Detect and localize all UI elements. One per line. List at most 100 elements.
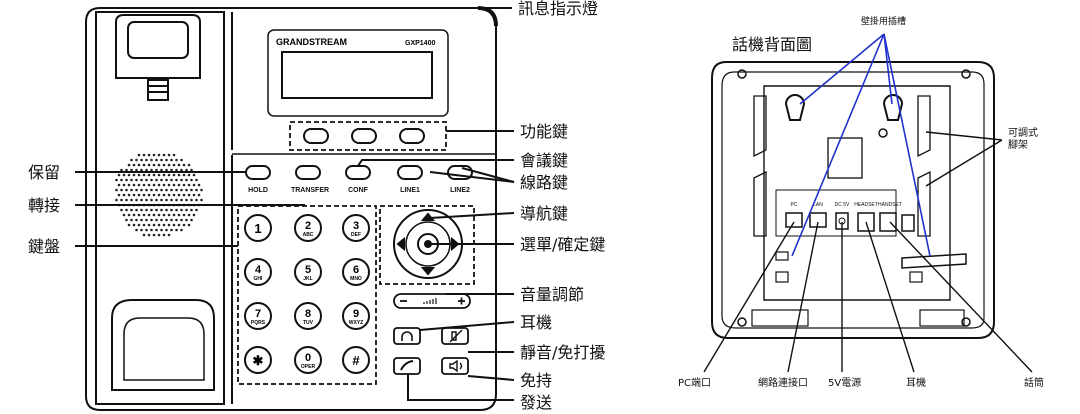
dialpad-letters: DEF (351, 232, 361, 238)
grille-dot (185, 168, 188, 172)
grille-dot (172, 223, 176, 227)
grille-dot (190, 178, 193, 182)
softkey-3[interactable] (399, 128, 425, 144)
grille-dot (152, 193, 156, 197)
grille-dot (172, 183, 176, 187)
grille-dot (147, 233, 151, 237)
dialpad-key-0[interactable]: 1 (244, 214, 272, 242)
grille-dot (172, 163, 176, 167)
grille-dot (152, 183, 156, 187)
grille-dot (117, 183, 121, 187)
headset-port[interactable] (857, 212, 875, 232)
grille-dot (185, 198, 188, 202)
grille-dot (185, 188, 188, 192)
grille-dot (190, 218, 193, 222)
mute-label: 靜音/免打擾 (520, 343, 605, 362)
grille-dot (175, 178, 178, 182)
speaker-icon (449, 359, 463, 373)
hold-button[interactable] (245, 165, 271, 180)
grille-dot (155, 188, 158, 192)
dialpad-key-9[interactable]: ✱ (244, 346, 272, 374)
grille-dot (192, 193, 196, 197)
grille-dot (137, 193, 141, 197)
grille-dot (135, 188, 138, 192)
softkey-box (289, 121, 447, 151)
softkey-2[interactable] (351, 128, 377, 144)
grille-dot (200, 188, 203, 192)
grille-dot (160, 208, 163, 212)
wall-mount-leaders (791, 33, 931, 257)
grille-dot (172, 173, 176, 177)
headset-button[interactable] (393, 327, 421, 345)
send-button[interactable] (393, 357, 421, 375)
grille-dot (182, 183, 186, 187)
lan-port[interactable] (809, 212, 827, 228)
grille-dot (175, 168, 178, 172)
grille-dot (170, 178, 173, 182)
handset-icon (400, 360, 414, 371)
grille-dot (147, 183, 151, 187)
mute-button[interactable] (441, 327, 469, 345)
dialpad-digit: ✱ (253, 353, 264, 368)
grille-dot (177, 183, 181, 187)
handset-port[interactable] (879, 212, 897, 232)
hold-cn-label: 保留 (28, 163, 60, 182)
line1-button[interactable] (397, 165, 423, 180)
grille-dot (155, 178, 158, 182)
keypad-label: 鍵盤 (28, 237, 60, 256)
grille-dot (155, 208, 158, 212)
menu-ok-label: 選單/確定鍵 (520, 235, 605, 254)
stand-label-2: 腳架 (1008, 139, 1028, 151)
conf-button[interactable] (345, 165, 371, 180)
grille-dot (152, 223, 156, 227)
softkey-1[interactable] (303, 128, 329, 144)
grille-dot (170, 188, 173, 192)
dialpad-key-ring (244, 346, 272, 374)
grille-dot (180, 218, 183, 222)
grille-dot (155, 158, 158, 162)
grille-dot (180, 158, 183, 162)
transfer-button[interactable] (295, 165, 321, 180)
grille-dot (170, 208, 173, 212)
grille-dot (187, 183, 191, 187)
grille-dot (130, 178, 133, 182)
grille-dot (167, 223, 171, 227)
handset-outline (94, 11, 225, 405)
grille-dot (177, 223, 181, 227)
dialpad-key-ring (342, 346, 370, 374)
dialpad-letters: GHI (254, 276, 264, 282)
grille-dot (145, 188, 148, 192)
grille-dot (170, 218, 173, 222)
handset-back-label: 話筒 (1024, 376, 1044, 389)
grille-dot (172, 193, 176, 197)
dialpad-key-11[interactable]: # (342, 346, 370, 374)
dialpad-digit: 1 (254, 221, 261, 236)
grille-dot (167, 173, 171, 177)
grille-dot (115, 188, 118, 192)
front-leaders (75, 7, 515, 401)
pc-port-text: PC (791, 202, 798, 208)
grille-dot (175, 188, 178, 192)
grille-dot (120, 198, 123, 202)
grille-dot (150, 218, 153, 222)
grille-dot (150, 168, 153, 172)
grille-dot (127, 223, 131, 227)
dialpad-key-ring (294, 302, 322, 330)
speaker-button[interactable] (441, 357, 469, 375)
volume-bar[interactable] (393, 293, 471, 309)
grille-dot (140, 218, 143, 222)
grille-dot (185, 178, 188, 182)
line2-button[interactable] (447, 165, 473, 180)
navigation-label: 導航鍵 (520, 204, 568, 223)
lcd-bezel (267, 29, 449, 117)
pc-port[interactable] (785, 212, 803, 228)
